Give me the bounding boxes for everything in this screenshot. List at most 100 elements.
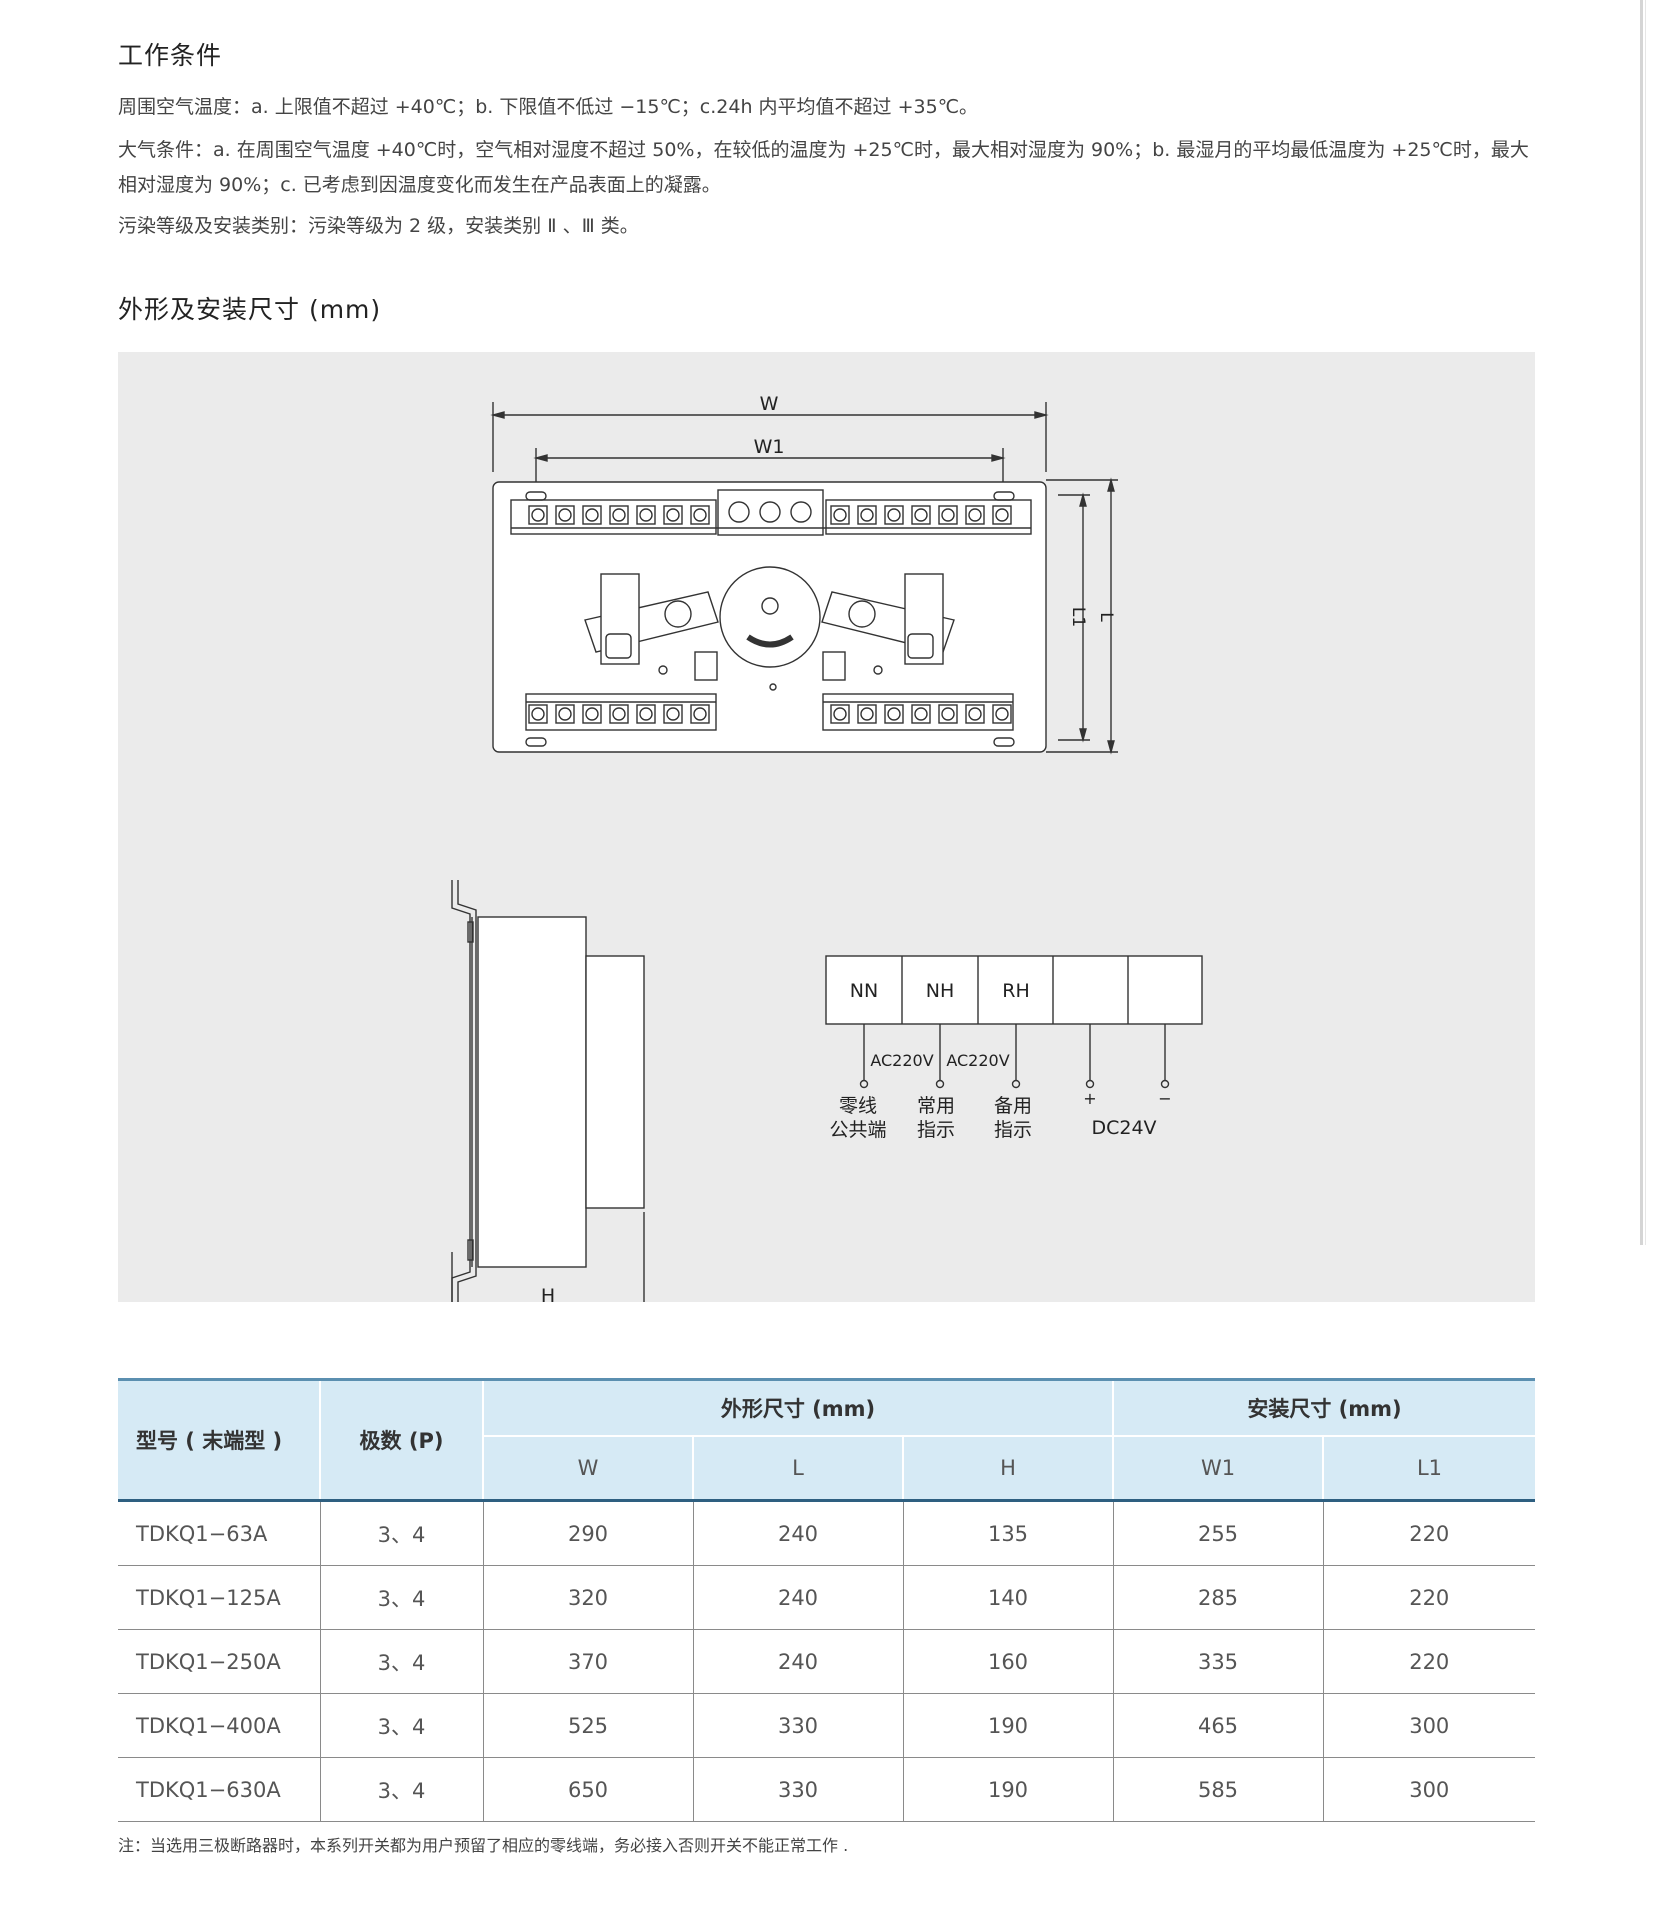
terminal-screw-head (995, 508, 1009, 522)
dim-h-label: H (541, 1285, 555, 1302)
table-row: TDKQ1−125A 3、4 320 240 140 285 220 (118, 1565, 1535, 1630)
terminal-screw (830, 704, 850, 724)
cell-h: 190 (903, 1757, 1114, 1822)
terminal-screw-head (995, 707, 1009, 721)
front-view-drawing (490, 402, 1118, 755)
cell-h: 135 (903, 1500, 1114, 1566)
cell-w1: 335 (1113, 1629, 1324, 1694)
dim-l-label: L (1096, 612, 1116, 622)
terminal-screw (911, 704, 931, 724)
dimension-spec-table: 型号 ( 末端型 ) 极数 (P) 外形尺寸 (mm) 安装尺寸 (mm) W … (118, 1378, 1535, 1822)
terminal-screw (528, 704, 548, 724)
dc24v-label: DC24V (1091, 1117, 1156, 1139)
cell-h: 160 (903, 1629, 1114, 1694)
footnote: 注：当选用三极断路器时，本系列开关都为用户预留了相应的零线端，务必接入否则开关不… (118, 1836, 849, 1855)
terminal-screw-head (693, 508, 707, 522)
terminal-screw (582, 505, 602, 525)
terminal-screw-head (941, 707, 955, 721)
terminal-screw (690, 704, 710, 724)
terminal-screw-head (887, 707, 901, 721)
terminal-screw-head (639, 707, 653, 721)
table-row: TDKQ1−63A 3、4 290 240 135 255 220 (118, 1500, 1535, 1566)
cell-w: 320 (483, 1565, 694, 1630)
terminal-screw-head (833, 508, 847, 522)
header-h: H (903, 1435, 1114, 1502)
terminal-screw (965, 704, 985, 724)
cell-model: TDKQ1−630A (118, 1757, 321, 1822)
atmosphere-conditions-text: 大气条件：a. 在周围空气温度 +40℃时，空气相对湿度不超过 50%，在较低的… (118, 139, 1529, 196)
side-view-drawing (451, 880, 645, 1302)
terminal-screw-head (914, 508, 928, 522)
cell-w1: 255 (1113, 1500, 1324, 1566)
cell-l: 240 (693, 1565, 904, 1630)
cell-h: 140 (903, 1565, 1114, 1630)
terminal-screw (911, 505, 931, 525)
cell-model: TDKQ1−63A (118, 1500, 321, 1566)
cell-poles: 3、4 (320, 1757, 484, 1822)
table-row: TDKQ1−630A 3、4 650 330 190 585 300 (118, 1757, 1535, 1822)
terminal-screw (992, 704, 1012, 724)
header-w1: W1 (1113, 1435, 1324, 1502)
cell-w: 370 (483, 1629, 694, 1694)
terminal-screw-head (693, 707, 707, 721)
terminal-screw (636, 505, 656, 525)
header-install-group: 安装尺寸 (mm) (1113, 1378, 1535, 1436)
terminal-screw (582, 704, 602, 724)
page-edge-rule-inner (1645, 0, 1646, 1245)
terminal-rh-label: RH (1002, 980, 1030, 1002)
terminal-screw (938, 704, 958, 724)
terminal-screw-head (666, 508, 680, 522)
cell-w1: 285 (1113, 1565, 1324, 1630)
terminal-screw-head (558, 508, 572, 522)
terminal-screw (938, 505, 958, 525)
header-l1: L1 (1323, 1435, 1535, 1502)
terminal-screw (636, 704, 656, 724)
cell-l1: 300 (1323, 1757, 1535, 1822)
terminal-screw (830, 505, 850, 525)
terminal-screw-head (612, 707, 626, 721)
voltage-label-2: AC220V (946, 1051, 1009, 1070)
header-outline-group: 外形尺寸 (mm) (483, 1378, 1114, 1436)
dim-w-label: W (760, 393, 779, 415)
terminal-screw-head (833, 707, 847, 721)
header-model: 型号 ( 末端型 ) (118, 1378, 321, 1502)
cell-poles: 3、4 (320, 1500, 484, 1566)
cell-l1: 220 (1323, 1500, 1535, 1566)
cell-w1: 465 (1113, 1693, 1324, 1758)
terminal-screw (609, 505, 629, 525)
dimensions-heading: 外形及安装尺寸 (mm) (118, 295, 382, 324)
cell-poles: 3、4 (320, 1629, 484, 1694)
cell-l: 240 (693, 1629, 904, 1694)
terminal-screw-head (666, 707, 680, 721)
terminal-screw (555, 704, 575, 724)
terminal-screw-head (585, 707, 599, 721)
top-terminal-screws (528, 505, 1012, 525)
bottom-terminal-screws (528, 704, 1012, 724)
terminal-screw (965, 505, 985, 525)
nh-desc-2: 指示 (917, 1119, 955, 1141)
nn-desc-1: 零线 (839, 1095, 877, 1117)
working-conditions-heading: 工作条件 (118, 41, 223, 70)
terminal-screw-head (612, 508, 626, 522)
header-poles: 极数 (P) (320, 1378, 484, 1502)
terminal-screw (609, 704, 629, 724)
terminal-screw-head (860, 707, 874, 721)
cell-w: 650 (483, 1757, 694, 1822)
terminal-screw (663, 505, 683, 525)
table-row: TDKQ1−250A 3、4 370 240 160 335 220 (118, 1629, 1535, 1694)
cell-model: TDKQ1−125A (118, 1565, 321, 1630)
terminal-screw (528, 505, 548, 525)
cell-poles: 3、4 (320, 1693, 484, 1758)
page-edge-rule (1640, 0, 1643, 1245)
terminal-screw-head (914, 707, 928, 721)
cell-l: 240 (693, 1500, 904, 1566)
terminal-screw (555, 505, 575, 525)
voltage-label-1: AC220V (870, 1051, 933, 1070)
terminal-screw (857, 505, 877, 525)
terminal-screw (690, 505, 710, 525)
cell-w: 290 (483, 1500, 694, 1566)
terminal-screw (663, 704, 683, 724)
cell-l: 330 (693, 1757, 904, 1822)
terminal-screw-head (941, 508, 955, 522)
cell-poles: 3、4 (320, 1565, 484, 1630)
